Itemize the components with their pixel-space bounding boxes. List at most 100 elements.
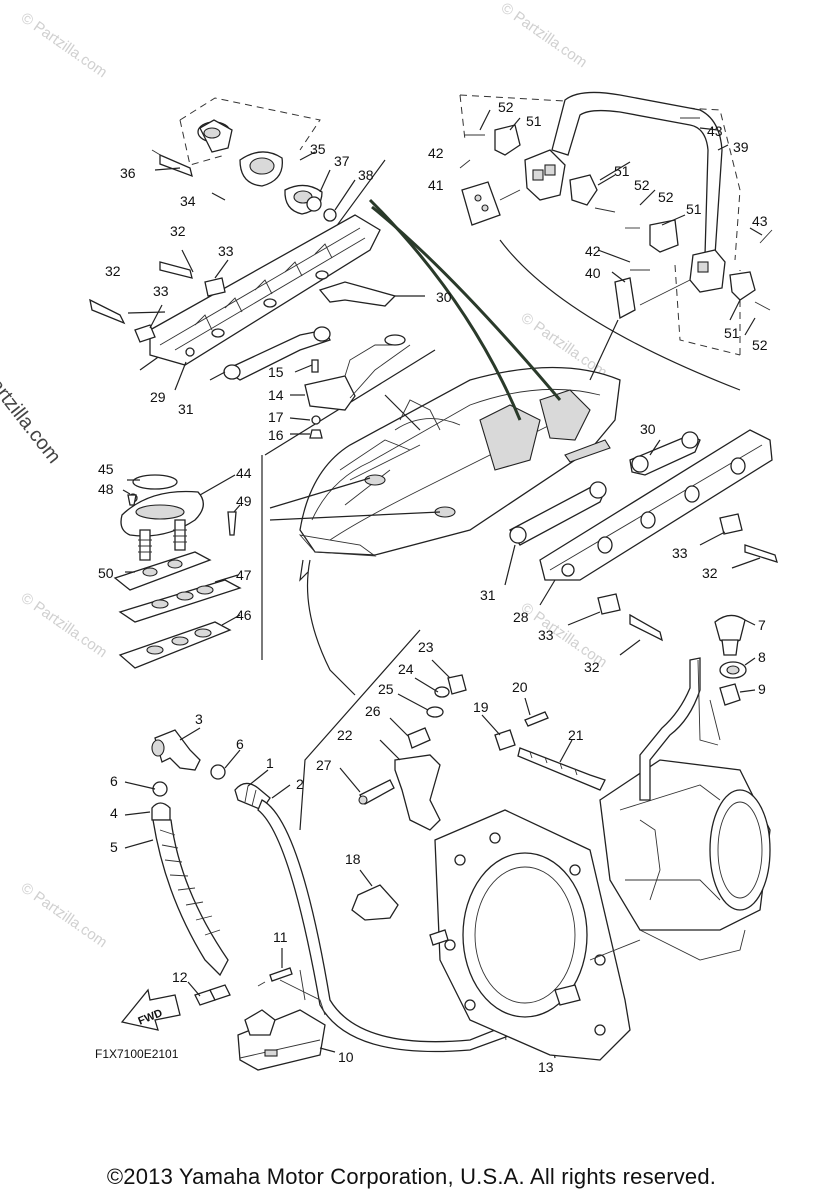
part-number: 43 — [752, 213, 768, 229]
part-number: 11 — [273, 929, 288, 945]
part-number: 23 — [418, 639, 434, 655]
clip-part-18 — [351, 884, 399, 921]
part-number: 28 — [513, 609, 529, 625]
washer-part-24 — [434, 686, 450, 698]
clamp-part-6-lower — [152, 781, 168, 797]
part-number: 6 — [236, 736, 244, 752]
part-number: 29 — [150, 389, 166, 405]
hose-part-5 — [152, 819, 229, 977]
upper-rail-group — [89, 214, 397, 381]
part-number: 42 — [428, 145, 444, 161]
part-number: 32 — [702, 565, 718, 581]
nut-part-38 — [323, 208, 337, 222]
part-number: 13 — [538, 1059, 554, 1075]
part-number: 38 — [358, 167, 374, 183]
pump-adapters — [429, 657, 771, 1061]
part-number: 25 — [378, 681, 394, 697]
part-number: 46 — [236, 607, 252, 623]
copyright-notice: ©2013 Yamaha Motor Corporation, U.S.A. A… — [106, 1164, 717, 1189]
part-number: 51 — [724, 325, 740, 341]
part-number: 33 — [672, 545, 688, 561]
bracket-part-31 — [223, 329, 331, 381]
fitting-group-7-9 — [714, 614, 747, 706]
bolt-part-32 — [89, 298, 126, 325]
box-part-14 — [304, 375, 356, 411]
part-number: 41 — [428, 177, 444, 193]
part-number: 43 — [707, 123, 723, 139]
part-number: 51 — [526, 113, 542, 129]
box-part-10 — [237, 1009, 326, 1071]
top-left-dashed-group — [151, 97, 356, 222]
part-number: 9 — [758, 681, 766, 697]
part-number: 27 — [316, 757, 332, 773]
lower-rail-group — [509, 429, 778, 642]
bracket-part-30 — [318, 281, 397, 307]
part-number: 4 — [110, 805, 118, 821]
part-number: 32 — [584, 659, 600, 675]
hose-part-4 — [151, 802, 171, 821]
part-number: 45 — [98, 461, 114, 477]
part-number: 33 — [538, 627, 554, 643]
part-number: 3 — [195, 711, 203, 727]
washer-part-25 — [426, 706, 444, 718]
part-number: 31 — [178, 401, 194, 417]
part-number: 42 — [585, 243, 601, 259]
part-number: 37 — [334, 153, 350, 169]
rail-part-29 — [149, 214, 381, 366]
collar-part-33 — [134, 324, 156, 343]
bracket-part-22 — [394, 754, 441, 831]
part-number: 48 — [98, 481, 114, 497]
plate-part-46 — [118, 621, 232, 669]
part-number: 35 — [310, 141, 326, 157]
plate-part-41 — [461, 181, 501, 226]
part-labels: 1 2 3 4 5 6 6 7 8 9 10 11 12 13 14 15 16… — [98, 99, 768, 1075]
part-number: 2 — [296, 776, 304, 792]
part-number: 47 — [236, 567, 252, 583]
part-number: 15 — [268, 364, 284, 380]
part-number: 20 — [512, 679, 528, 695]
part-number: 52 — [634, 177, 650, 193]
watermark-text: © Partzilla.com — [498, 0, 591, 71]
watermark-text: © Partzilla.com — [18, 9, 111, 81]
washer-part-37 — [306, 196, 322, 212]
part-number: 24 — [398, 661, 414, 677]
cap-part-45 — [132, 474, 178, 490]
part-number: 8 — [758, 649, 766, 665]
part-number: 40 — [585, 265, 601, 281]
part-number: 52 — [658, 189, 674, 205]
part-number: 21 — [568, 727, 584, 743]
watercraft-hull — [298, 366, 621, 557]
bolt-part-36 — [159, 154, 193, 178]
part-number: 32 — [170, 223, 186, 239]
part-number: 30 — [436, 289, 452, 305]
handle-group — [459, 91, 773, 356]
pin-part-49 — [227, 511, 237, 536]
part-number: 22 — [337, 727, 353, 743]
watermark-text: © Partzilla.com — [18, 879, 111, 951]
bolt-part-26 — [407, 727, 431, 749]
rivet-part-20 — [524, 711, 549, 727]
part-number: 19 — [473, 699, 489, 715]
part-number: 32 — [105, 263, 121, 279]
part-number: 33 — [218, 243, 234, 259]
part-number: 51 — [614, 163, 630, 179]
hose-part-2 — [257, 799, 526, 1053]
plate-part-50 — [113, 551, 212, 591]
part-number: 7 — [758, 617, 766, 633]
part-number: 10 — [338, 1049, 354, 1065]
pin-part-11 — [269, 967, 293, 982]
part-number: 33 — [153, 283, 169, 299]
control-box-group — [304, 334, 411, 439]
part-number: 18 — [345, 851, 361, 867]
tube-part-7-9 — [639, 657, 701, 801]
part-number: 52 — [752, 337, 768, 353]
lower-components-group — [151, 674, 606, 1071]
part-number: 5 — [110, 839, 118, 855]
part-number: 1 — [266, 755, 274, 771]
part-number: 34 — [180, 193, 196, 209]
part-number: 6 — [110, 773, 118, 789]
deck-fitting-group — [113, 474, 242, 669]
handle-bar-part-39 — [551, 91, 723, 256]
part-number: 30 — [640, 421, 656, 437]
tie-part-21 — [517, 747, 606, 791]
